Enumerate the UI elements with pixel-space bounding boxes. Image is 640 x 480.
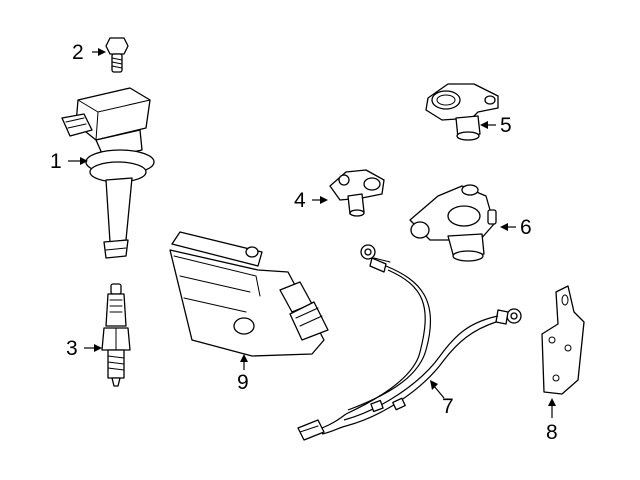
part-4-crank-sensor: [329, 169, 385, 217]
leader-1: [68, 157, 88, 165]
callout-4: 4: [294, 189, 306, 212]
part-1-ignition-coil: [61, 87, 155, 259]
leader-3: [84, 344, 102, 352]
leader-5: [480, 121, 496, 129]
leader-9: [240, 354, 248, 370]
leader-8: [548, 398, 556, 418]
part-6-map-sensor: [409, 184, 497, 262]
callout-8: 8: [546, 421, 558, 444]
part-9-ecu-module: [169, 231, 329, 357]
callout-6: 6: [520, 216, 532, 239]
leader-2: [92, 48, 106, 56]
callout-1: 1: [50, 150, 62, 173]
part-8-bracket: [541, 285, 585, 395]
leader-4: [312, 196, 328, 204]
part-5-camshaft-sensor: [425, 83, 499, 141]
part-3-spark-plug: [101, 283, 131, 387]
part-7-knock-harness: [297, 244, 522, 441]
callout-5: 5: [500, 114, 512, 137]
leader-6: [500, 223, 516, 231]
callout-7: 7: [442, 395, 454, 418]
callout-2: 2: [72, 41, 84, 64]
callout-3: 3: [66, 337, 78, 360]
part-2-bolt: [105, 37, 129, 73]
leader-7: [430, 380, 445, 399]
callout-9: 9: [237, 371, 249, 394]
